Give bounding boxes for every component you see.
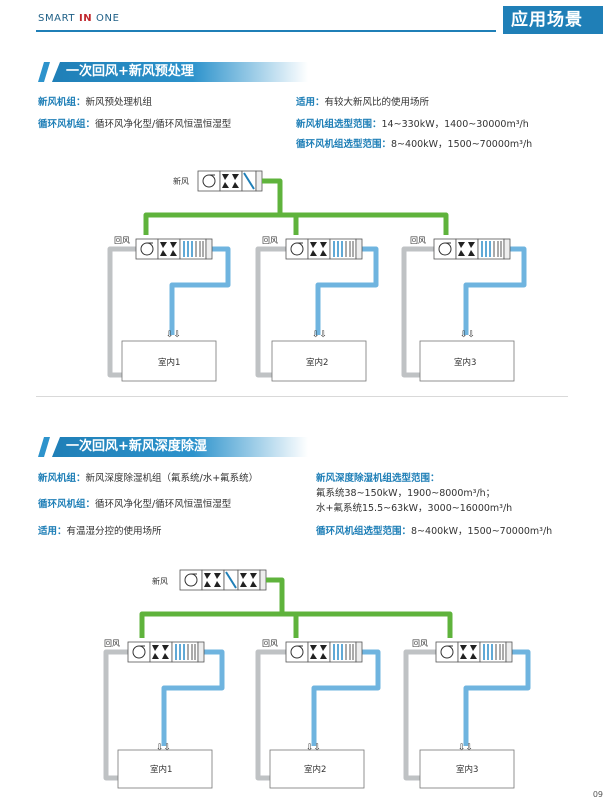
slash-icon (38, 62, 50, 82)
svg-text:⇩⇩: ⇩⇩ (458, 743, 473, 753)
fresh-air-label: 新风 (152, 576, 168, 586)
room-1: 室内1 ⇩⇩ (121, 330, 217, 382)
brand-logo: SMART IN ONE (38, 13, 119, 24)
fresh-air-label: 新风 (173, 176, 189, 186)
return-air-label-2: 回风 (262, 236, 278, 245)
s1-right-line-1: 适用：有较大新风比的使用场所 (296, 97, 430, 108)
header-rule (36, 30, 496, 32)
diagram-1: 新风 回风 回风 (107, 170, 527, 382)
svg-text:⇩⇩: ⇩⇩ (460, 330, 475, 340)
s2-right-line-2: 水+氟系统15.5~63kW，3000~16000m³/h (316, 503, 513, 514)
s2-right-line-1: 氟系统38~150kW，1900~8000m³/h； (316, 488, 496, 499)
return-air-label-1: 回风 (104, 639, 120, 648)
page-title: 应用场景 (503, 6, 603, 34)
slash-icon (38, 437, 50, 457)
diagram-2: 新风 回风 回风 回风 室内1 ⇩⇩ 室内2 ⇩⇩ 室内3 ⇩⇩ (103, 569, 531, 789)
s1-right-line-3: 循环风机组选型范围：8~400kW，1500~70000m³/h (296, 139, 533, 150)
svg-text:室内2: 室内2 (306, 357, 328, 368)
section-2-heading: 一次回风+新风深度除湿 (38, 437, 308, 457)
brand-prefix: SMART (38, 13, 79, 24)
fresh-air-pipe (143, 178, 449, 235)
section-1-heading: 一次回风+新风预处理 (38, 62, 308, 82)
page-number: 09 (592, 790, 603, 799)
fresh-air-unit (197, 170, 263, 192)
svg-text:室内2: 室内2 (304, 764, 326, 775)
return-air-label-2: 回风 (262, 639, 278, 648)
room-1: 室内1 ⇩⇩ (117, 743, 213, 789)
brand-suffix: ONE (92, 13, 120, 24)
svg-text:⇩⇩: ⇩⇩ (166, 330, 181, 340)
brand-mark: IN (78, 13, 93, 24)
s1-left-line-1: 新风机组：新风预处理机组 (38, 97, 153, 108)
s2-right-title: 新风深度除湿机组选型范围： (316, 473, 440, 484)
svg-text:⇩⇩: ⇩⇩ (156, 743, 171, 753)
section-2-title: 一次回风+新风深度除湿 (66, 439, 207, 454)
fresh-air-unit (179, 569, 267, 591)
s1-right-line-2: 新风机组选型范围：14~330kW，1400~30000m³/h (296, 119, 529, 130)
svg-text:室内1: 室内1 (158, 357, 180, 368)
return-air-label-3: 回风 (412, 639, 428, 648)
s1-left-line-2: 循环风机组：循环风净化型/循环风恒温恒湿型 (38, 119, 232, 130)
circulation-units (107, 238, 527, 378)
section-divider (36, 396, 568, 397)
return-air-label-1: 回风 (114, 236, 130, 245)
svg-text:⇩⇩: ⇩⇩ (306, 743, 321, 753)
circulation-units (103, 641, 531, 781)
s2-left-line-2: 循环风机组：循环风净化型/循环风恒温恒湿型 (38, 499, 232, 510)
s2-left-line-3: 适用：有温湿分控的使用场所 (38, 526, 162, 537)
return-air-label-3: 回风 (410, 236, 426, 245)
room-2: 室内2 ⇩⇩ (269, 743, 365, 789)
s2-left-line-1: 新风机组：新风深度除湿机组（氟系统/水+氟系统） (38, 473, 259, 484)
svg-text:室内1: 室内1 (150, 764, 172, 775)
section-1-title: 一次回风+新风预处理 (66, 64, 194, 79)
room-3: 室内3 ⇩⇩ (419, 743, 515, 789)
s2-right-line-3: 循环风机组选型范围：8~400kW，1500~70000m³/h (316, 526, 553, 537)
svg-text:室内3: 室内3 (454, 357, 476, 368)
room-3: 室内3 ⇩⇩ (419, 330, 515, 382)
fresh-air-pipe (139, 577, 453, 638)
room-2: 室内2 ⇩⇩ (271, 330, 367, 382)
svg-text:室内3: 室内3 (456, 764, 478, 775)
svg-text:⇩⇩: ⇩⇩ (312, 330, 327, 340)
